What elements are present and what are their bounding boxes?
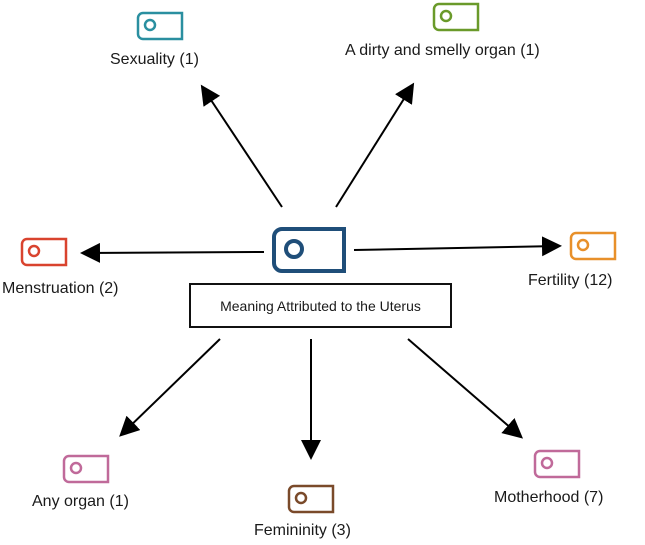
center-title-box: Meaning Attributed to the Uterus: [189, 283, 452, 328]
sexuality-uterus-tag-icon: [136, 11, 184, 41]
node-label-motherhood: Motherhood (7): [494, 489, 604, 506]
any-organ-uterus-tag-icon: [62, 454, 110, 484]
center-uterus-tag-icon: [272, 227, 346, 273]
arrow-to-dirty-organ: [335, 82, 415, 208]
arrow-to-any-organ: [119, 338, 221, 437]
fertility-uterus-tag-icon: [569, 231, 617, 261]
femininity-uterus-tag-icon: [287, 484, 335, 514]
menstruation-uterus-tag-icon: [20, 237, 68, 267]
arrow-to-menstruation: [80, 242, 265, 263]
node-label-sexuality: Sexuality (1): [110, 51, 199, 68]
node-label-dirty-organ: A dirty and smelly organ (1): [345, 42, 540, 59]
arrow-to-fertility: [353, 236, 562, 257]
node-label-femininity: Femininity (3): [254, 522, 351, 539]
arrow-to-motherhood: [407, 338, 524, 439]
motherhood-uterus-tag-icon: [533, 449, 581, 479]
node-label-any-organ: Any organ (1): [32, 493, 129, 510]
center-title: Meaning Attributed to the Uterus: [220, 297, 421, 314]
node-label-fertility: Fertility (12): [528, 272, 613, 289]
arrow-to-sexuality: [200, 84, 283, 208]
node-label-menstruation: Menstruation (2): [2, 280, 119, 297]
dirty-organ-uterus-tag-icon: [432, 2, 480, 32]
